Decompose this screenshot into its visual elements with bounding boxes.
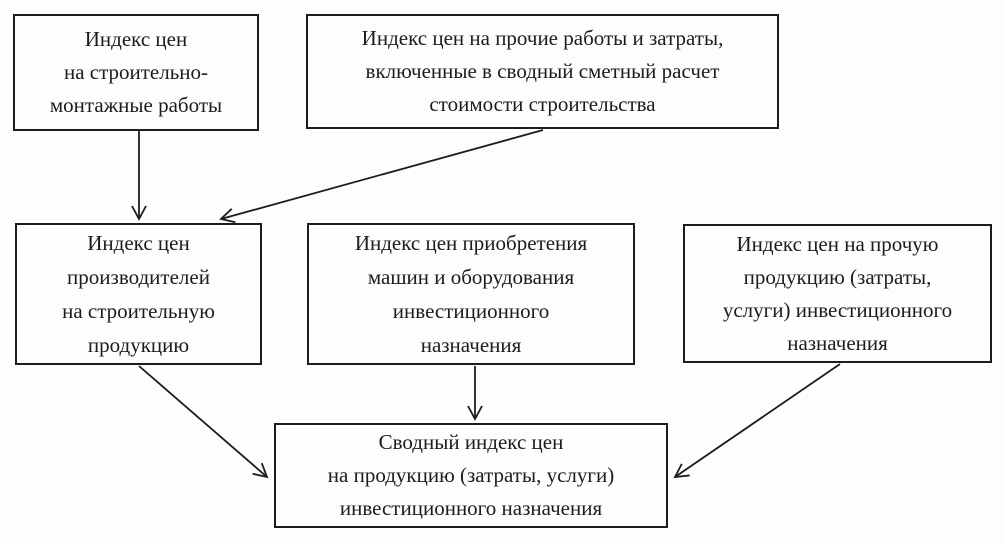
box-text-line: назначения [787,330,888,355]
box-text-line: инвестиционного [392,299,550,323]
box-text-line: Сводный индекс цен [378,430,564,454]
arrow-other-products-to-composite [673,363,841,479]
box-composite-investment-price-index: Сводный индекс цен на продукцию (затраты… [274,423,668,528]
box-machinery-equipment-acquisition: Индекс цен приобретения машин и оборудов… [307,223,635,365]
box-text-line: Индекс цен [84,27,188,51]
box-text-line: монтажные работы [49,93,223,117]
box-text-line: Индекс цен [87,231,190,255]
box-construction-installation-works: Индекс цен на строительно- монтажные раб… [13,14,259,131]
box-text-line: производителей [67,265,210,289]
box-text-line: назначения [420,333,522,357]
box-text-line: на строительную [62,299,215,323]
box-text-line: инвестиционного назначения [339,496,603,520]
box-text-line: продукцию (затраты, [743,264,932,289]
box-text-line: включенные в сводный сметный расчет [365,59,720,83]
box-text-line: продукцию [87,333,190,357]
box-text-line: машин и оборудования [367,265,575,289]
box-producers-construction-products: Индекс цен производителей на строительну… [15,223,262,365]
arrow-producers-to-composite [138,365,269,479]
box-text-line: услуги) инвестиционного [722,297,953,322]
box-text-line: на продукцию (затраты, услуги) [327,463,615,487]
box-text-line: Индекс цен приобретения [354,231,588,255]
box-other-works-and-costs: Индекс цен на прочие работы и затраты, в… [306,14,779,129]
box-text-line: Индекс цен на прочую [736,231,939,256]
box-text-line: на строительно- [63,60,209,84]
box-text-line: Индекс цен на прочие работы и затраты, [361,26,724,50]
box-other-investment-products: Индекс цен на прочую продукцию (затраты,… [683,224,992,363]
arrow-other-works-to-producers [219,129,544,224]
box-text-line: стоимости строительства [429,92,656,116]
